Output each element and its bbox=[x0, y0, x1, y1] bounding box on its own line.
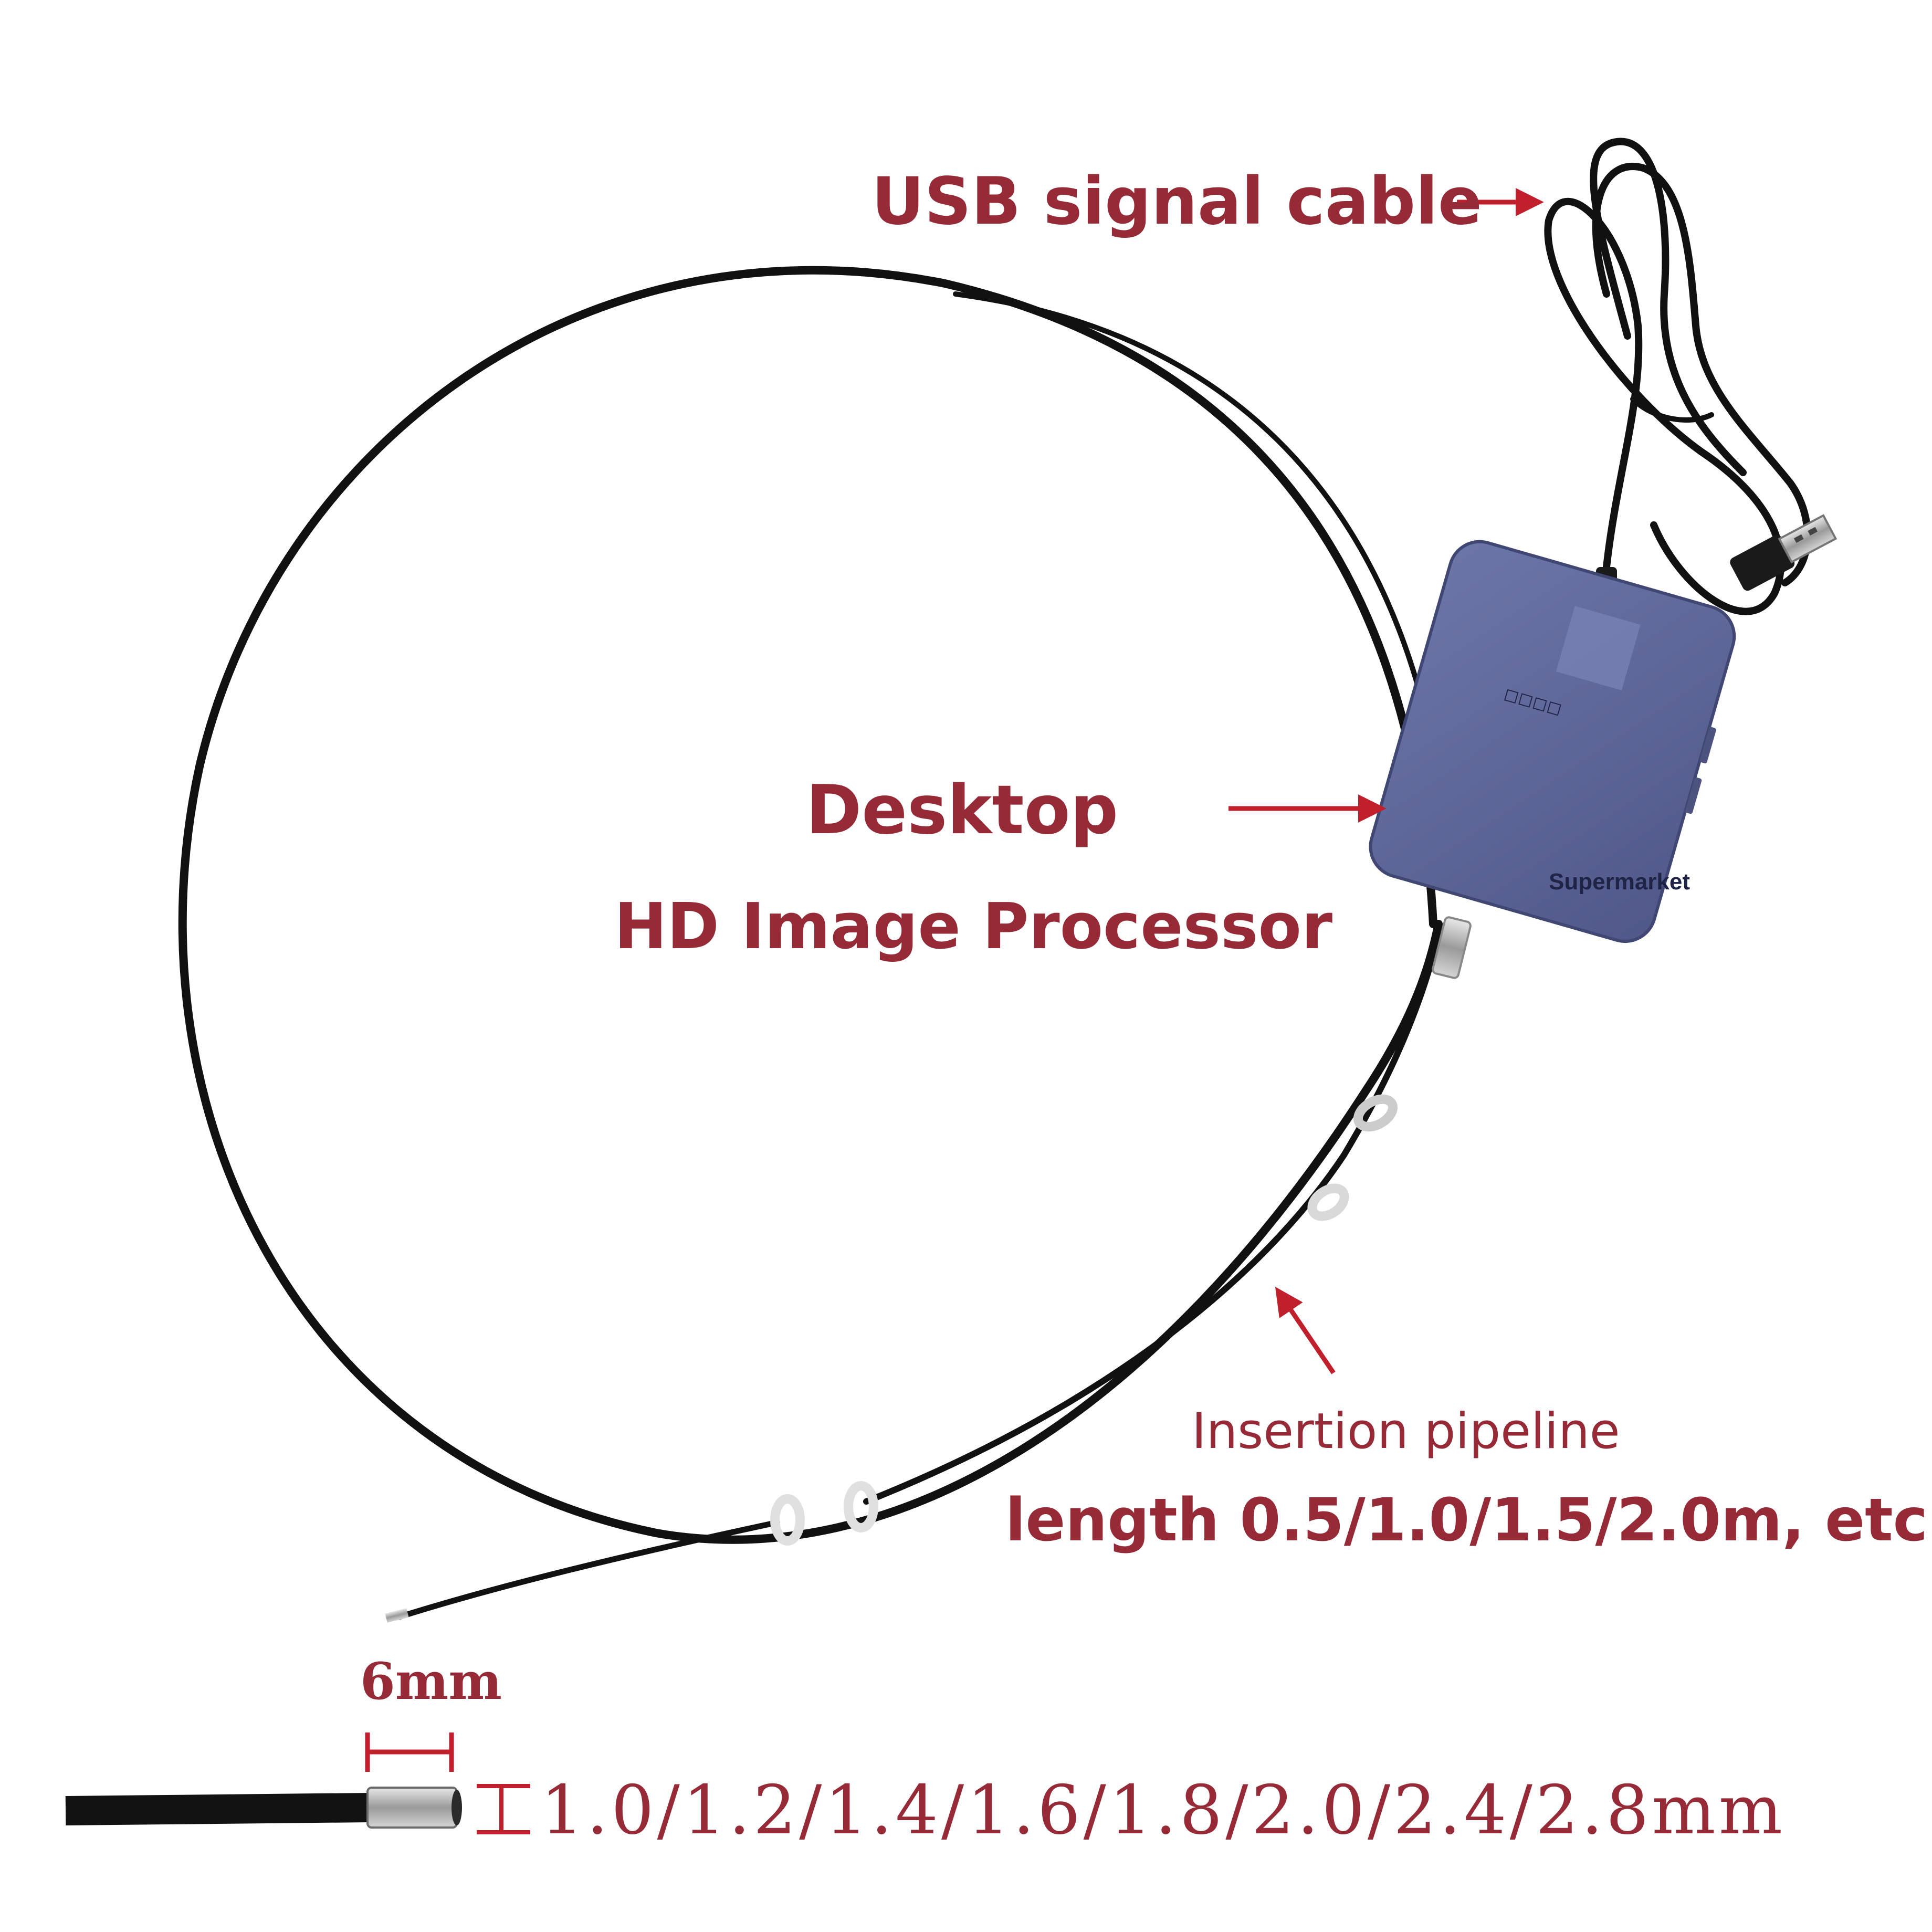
usb-signal-cable-label: USB signal cable bbox=[872, 164, 1482, 239]
hd-image-processor-device: ◻◻◻◻ bbox=[1369, 540, 1736, 943]
pipeline-label-line1: Insertion pipeline bbox=[1192, 1403, 1620, 1460]
pipeline-arrow bbox=[1275, 1287, 1336, 1374]
diameter-options-label: 1.0/1.2/1.4/1.6/1.8/2.0/2.4/2.8mm bbox=[541, 1771, 1786, 1850]
tip-length-dimension-marker bbox=[365, 1732, 454, 1772]
usb-cable-coil bbox=[1544, 138, 1811, 615]
probe-tip-small bbox=[385, 1608, 409, 1623]
usb-plug-icon bbox=[1730, 514, 1838, 591]
processor-output-connector bbox=[1432, 916, 1472, 979]
device-brand-text: Supermarket bbox=[1549, 869, 1690, 895]
cable-ties bbox=[770, 1094, 1398, 1546]
processor-subtitle-label: HD Image Processor bbox=[614, 890, 1333, 963]
tip-length-label: 6mm bbox=[360, 1652, 502, 1711]
pipeline-label-line2: length 0.5/1.0/1.5/2.0m, etc. bbox=[1005, 1486, 1932, 1555]
diameter-dimension-marker bbox=[477, 1784, 530, 1834]
probe-detail bbox=[65, 1787, 462, 1829]
processor-title-label: Desktop bbox=[806, 771, 1119, 849]
arrows bbox=[1228, 188, 1544, 1374]
